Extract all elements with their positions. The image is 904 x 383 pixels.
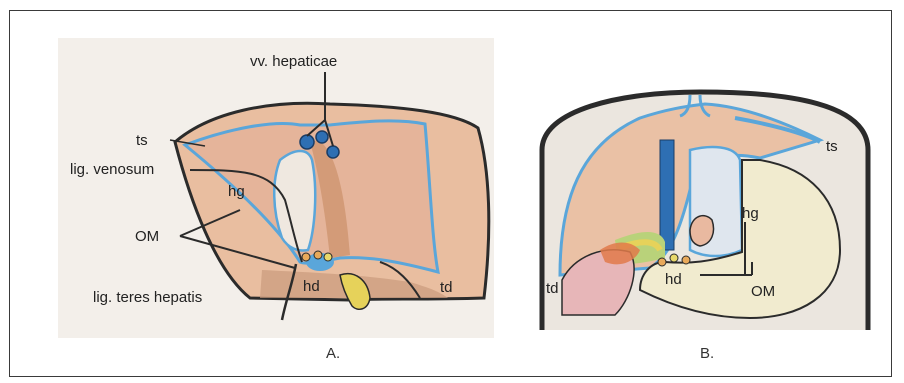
- label-vv-hepaticae: vv. hepaticae: [250, 53, 337, 70]
- label-hd-b: hd: [665, 271, 682, 288]
- label-td-a: td: [440, 279, 453, 296]
- label-om-b: OM: [751, 283, 775, 300]
- bile-duct: [314, 251, 322, 259]
- hepatic-vein-left: [300, 135, 314, 149]
- panel-a: vv. hepaticae ts lig. venosum hg OM hd t…: [58, 38, 494, 362]
- label-hd-a: hd: [303, 278, 320, 295]
- label-om-a: OM: [135, 228, 159, 245]
- hepatic-vein-right: [327, 146, 339, 158]
- hepatic-artery: [302, 253, 310, 261]
- label-lig-teres: lig. teres hepatis: [93, 289, 202, 306]
- label-td-b: td: [546, 280, 559, 297]
- caption-b: B.: [700, 345, 714, 362]
- portal-vein: [324, 253, 332, 261]
- caption-a: A.: [326, 345, 340, 362]
- vena-cava: [660, 140, 674, 250]
- label-ts-a: ts: [136, 132, 148, 149]
- label-ts-b: ts: [826, 138, 838, 155]
- hepatic-vein-middle: [316, 131, 328, 143]
- caudate-lobe: [690, 216, 714, 246]
- label-lig-venosum: lig. venosum: [70, 161, 154, 178]
- label-hg-b: hg: [742, 205, 759, 222]
- label-hg-a: hg: [228, 183, 245, 200]
- panel-b: ts hg hd OM td B.: [542, 92, 868, 362]
